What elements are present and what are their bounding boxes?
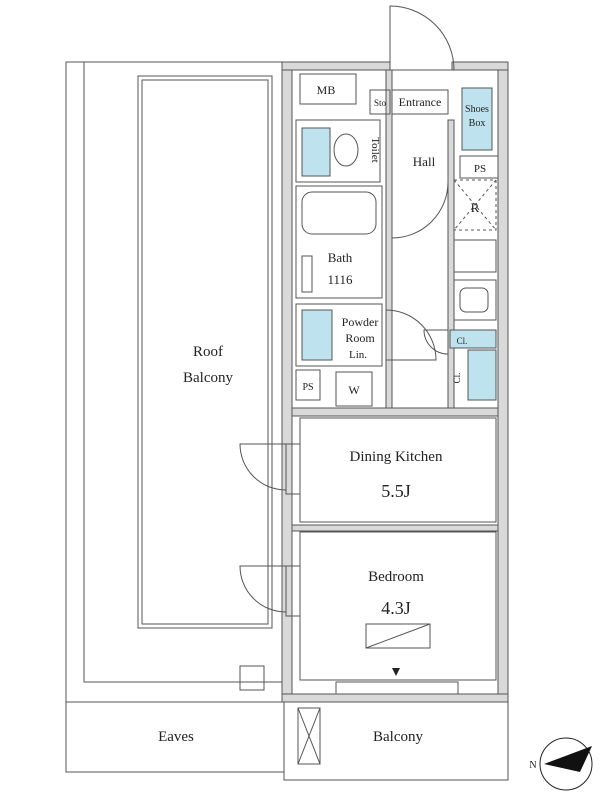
bedroom-closet-symbol [365, 623, 431, 649]
toilet-room [295, 119, 381, 183]
powder-room-label-2: Room [345, 331, 375, 345]
aircon-unit-icon [239, 665, 265, 691]
roof-balcony-area [65, 61, 285, 703]
sto-box [369, 89, 391, 115]
vanity-cabinet [301, 309, 333, 361]
compass-icon [539, 737, 593, 791]
closet-door [423, 329, 449, 355]
hall-label: Hall [413, 154, 436, 169]
powder-room [295, 303, 383, 367]
dining-kitchen-door [239, 443, 301, 495]
toilet-bowl-icon [333, 133, 359, 167]
balcony-area [283, 701, 509, 781]
dining-kitchen-room [299, 417, 497, 523]
bath-room [295, 185, 383, 299]
kitchen-counter [453, 279, 497, 321]
roof-balcony-label-2: Balcony [183, 370, 233, 386]
lin-label: Lin. [349, 349, 367, 361]
entrance-door [389, 5, 455, 71]
powder-room-label-1: Powder [342, 315, 379, 329]
bedroom-label: Bedroom [368, 569, 424, 585]
exterior-walls [281, 61, 509, 703]
eaves-label: Eaves [158, 729, 194, 745]
bath-shelf [301, 255, 313, 293]
shoes-box-label-1: Shoes [465, 104, 489, 115]
closet-1-label: Cl. [457, 336, 468, 346]
bath-size-label: 1116 [327, 272, 353, 287]
window-marker-icon [392, 668, 400, 676]
mb-box [299, 73, 357, 105]
shoes-box-cabinet [461, 87, 493, 151]
compass-north-label: N [529, 760, 536, 771]
refrigerator-space [453, 179, 497, 231]
powder-room-door [385, 309, 437, 361]
closet-2-shelf [467, 349, 497, 401]
toilet-basin [301, 127, 331, 177]
ps-bottom-label: PS [302, 382, 313, 393]
bathtub-icon [301, 191, 377, 235]
dining-kitchen-size: 5.5J [381, 481, 411, 501]
stove-icon [453, 239, 497, 273]
sto-label: Sto [374, 98, 387, 108]
bedroom-door [239, 565, 301, 617]
ps-top-box [459, 155, 499, 179]
entrance-box [391, 89, 449, 115]
hall-door [391, 181, 449, 239]
shoes-box-label-2: Box [469, 118, 486, 129]
sink-icon [459, 287, 489, 313]
bedroom-size: 4.3J [381, 598, 411, 618]
entrance-label: Entrance [399, 95, 442, 109]
mb-label: MB [317, 83, 336, 97]
ps-bottom-box [295, 369, 321, 401]
washing-machine-space [335, 371, 373, 407]
balcony-label: Balcony [373, 729, 423, 745]
balcony-storage [297, 707, 321, 765]
bedroom-window [335, 681, 459, 695]
toilet-label: Toilet [369, 137, 381, 163]
ps-top-label: PS [474, 163, 486, 175]
closet-2-label: Cl. [452, 373, 462, 384]
dining-kitchen-label: Dining Kitchen [350, 449, 443, 465]
washing-machine-label: W [348, 383, 360, 397]
refrigerator-label: R [471, 200, 480, 215]
closet-1-shelf [449, 329, 497, 349]
roof-balcony-label-1: Roof [193, 344, 223, 360]
bath-label: Bath [328, 250, 353, 265]
